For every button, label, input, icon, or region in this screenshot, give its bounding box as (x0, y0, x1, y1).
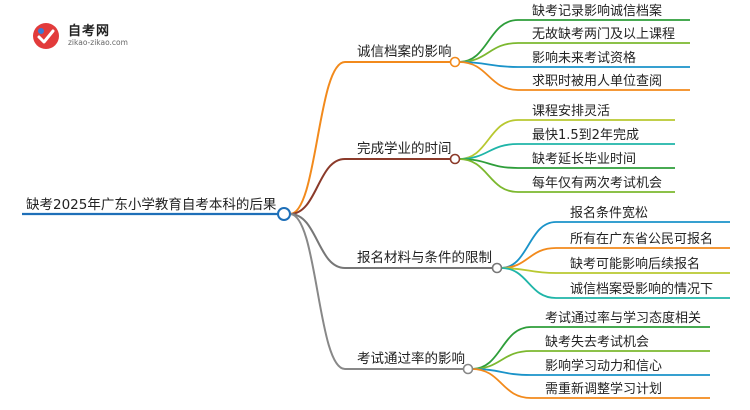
logo-mark-icon (33, 23, 59, 49)
leaf-connector (471, 368, 532, 399)
branch-4: 考试通过率的影响 考试通过率与学习态度相关缺考失去考试机会影响学习动力和信心需重新… (289, 213, 710, 399)
leaf-label: 课程安排灵活 (532, 104, 610, 119)
leaf-connector (471, 350, 532, 370)
logo-title: 自考网 (68, 24, 111, 39)
leaf-connector (500, 247, 557, 269)
leaf-label: 报名条件宽松 (570, 205, 648, 221)
branch-label: 完成学业的时间 (357, 141, 452, 157)
leaf-label: 求职时被用人单位查阅 (532, 74, 662, 89)
leaf-connector (500, 221, 557, 269)
leaf-label: 缺考可能影响后续报名 (570, 256, 700, 272)
branch-connector (289, 61, 346, 215)
leaf-connector (458, 19, 519, 63)
branch-label: 考试通过率的影响 (357, 350, 465, 367)
root-label: 缺考2025年广东小学教育自考本科的后果 (26, 197, 277, 213)
branch-3: 报名材料与条件的限制 报名条件宽松所有在广东省公民可报名缺考可能影响后续报名诚信档… (289, 205, 730, 299)
leaf-label: 影响未来考试资格 (532, 50, 636, 66)
leaf-connector (471, 326, 532, 370)
leaf-label: 缺考记录影响诚信档案 (532, 3, 662, 19)
leaf-label: 需重新调整学习计划 (545, 381, 662, 397)
branch-2: 完成学业的时间 课程安排灵活最快1.5到2年完成缺考延长毕业时间每年仅有两次考试机… (289, 104, 675, 215)
logo-subtitle: zikao-zikao.com (68, 38, 128, 47)
branch-node (449, 153, 461, 165)
leaf-label: 诚信档案受影响的情况下 (570, 281, 713, 297)
branch-connector (289, 213, 346, 370)
branch-connector (289, 158, 346, 215)
leaf-connector (458, 61, 519, 91)
leaf-connector (458, 42, 519, 63)
leaf-connector (458, 158, 519, 193)
branch-node (449, 56, 461, 68)
branch-node (491, 262, 503, 274)
branch-label: 诚信档案的影响 (357, 43, 452, 60)
branch-1: 诚信档案的影响 缺考记录影响诚信档案无故缺考两门及以上课程影响未来考试资格求职时被… (289, 3, 690, 215)
branch-connector (289, 213, 346, 269)
branch-label: 报名材料与条件的限制 (357, 249, 492, 266)
site-logo[interactable]: 自考网 zikao-zikao.com (28, 16, 158, 56)
branch-node (462, 363, 474, 375)
leaf-label: 最快1.5到2年完成 (532, 128, 639, 143)
leaf-label: 每年仅有两次考试机会 (532, 175, 662, 191)
leaf-label: 缺考失去考试机会 (545, 335, 649, 350)
leaf-connector (500, 267, 557, 299)
leaf-label: 考试通过率与学习态度相关 (545, 310, 701, 326)
leaf-connector (458, 119, 519, 160)
leaf-label: 影响学习动力和信心 (545, 358, 662, 374)
leaf-label: 所有在广东省公民可报名 (570, 231, 713, 247)
leaf-label: 缺考延长毕业时间 (532, 152, 636, 167)
root-node (277, 207, 291, 221)
leaf-label: 无故缺考两门及以上课程 (532, 27, 675, 42)
